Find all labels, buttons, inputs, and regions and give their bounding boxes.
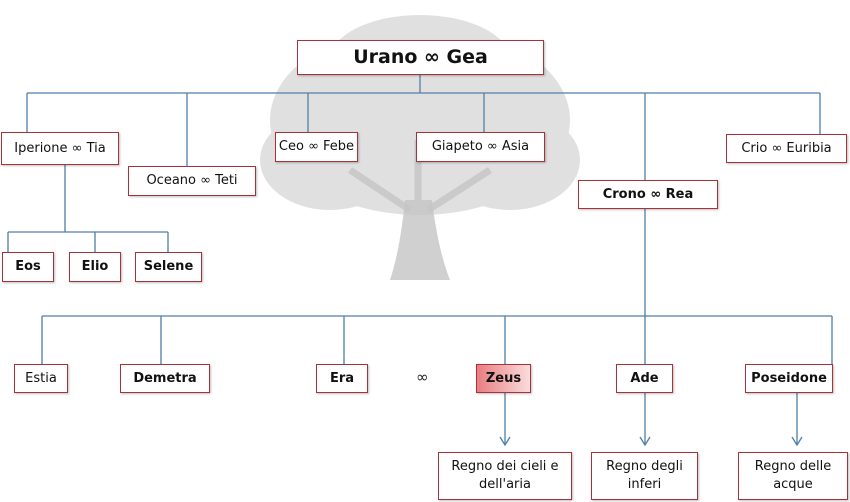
- realm-acque: Regno delle acque: [738, 452, 848, 500]
- marriage-symbol: ∞: [416, 368, 429, 386]
- child-ade: Ade: [616, 364, 673, 393]
- child-poseidone: Poseidone: [745, 364, 833, 393]
- child-selene: Selene: [135, 252, 202, 282]
- realm-inferi: Regno degli inferi: [591, 452, 698, 500]
- titan-giapeto-asia: Giapeto ∞ Asia: [416, 132, 545, 162]
- child-elio: Elio: [69, 252, 121, 282]
- titan-crio-euribia: Crio ∞ Euribia: [726, 134, 847, 163]
- titan-oceano-teti: Oceano ∞ Teti: [128, 166, 256, 196]
- child-era: Era: [316, 364, 368, 393]
- child-estia: Estia: [14, 364, 68, 393]
- child-eos: Eos: [2, 252, 54, 282]
- root-urano-gea: Urano ∞ Gea: [297, 40, 544, 75]
- titan-iperione-tia: Iperione ∞ Tia: [1, 132, 119, 165]
- child-zeus: Zeus: [476, 364, 531, 393]
- titan-crono-rea: Crono ∞ Rea: [578, 180, 718, 209]
- child-demetra: Demetra: [120, 364, 210, 393]
- titan-ceo-febe: Ceo ∞ Febe: [275, 132, 358, 162]
- realm-cieli-aria: Regno dei cieli e dell'aria: [438, 452, 572, 500]
